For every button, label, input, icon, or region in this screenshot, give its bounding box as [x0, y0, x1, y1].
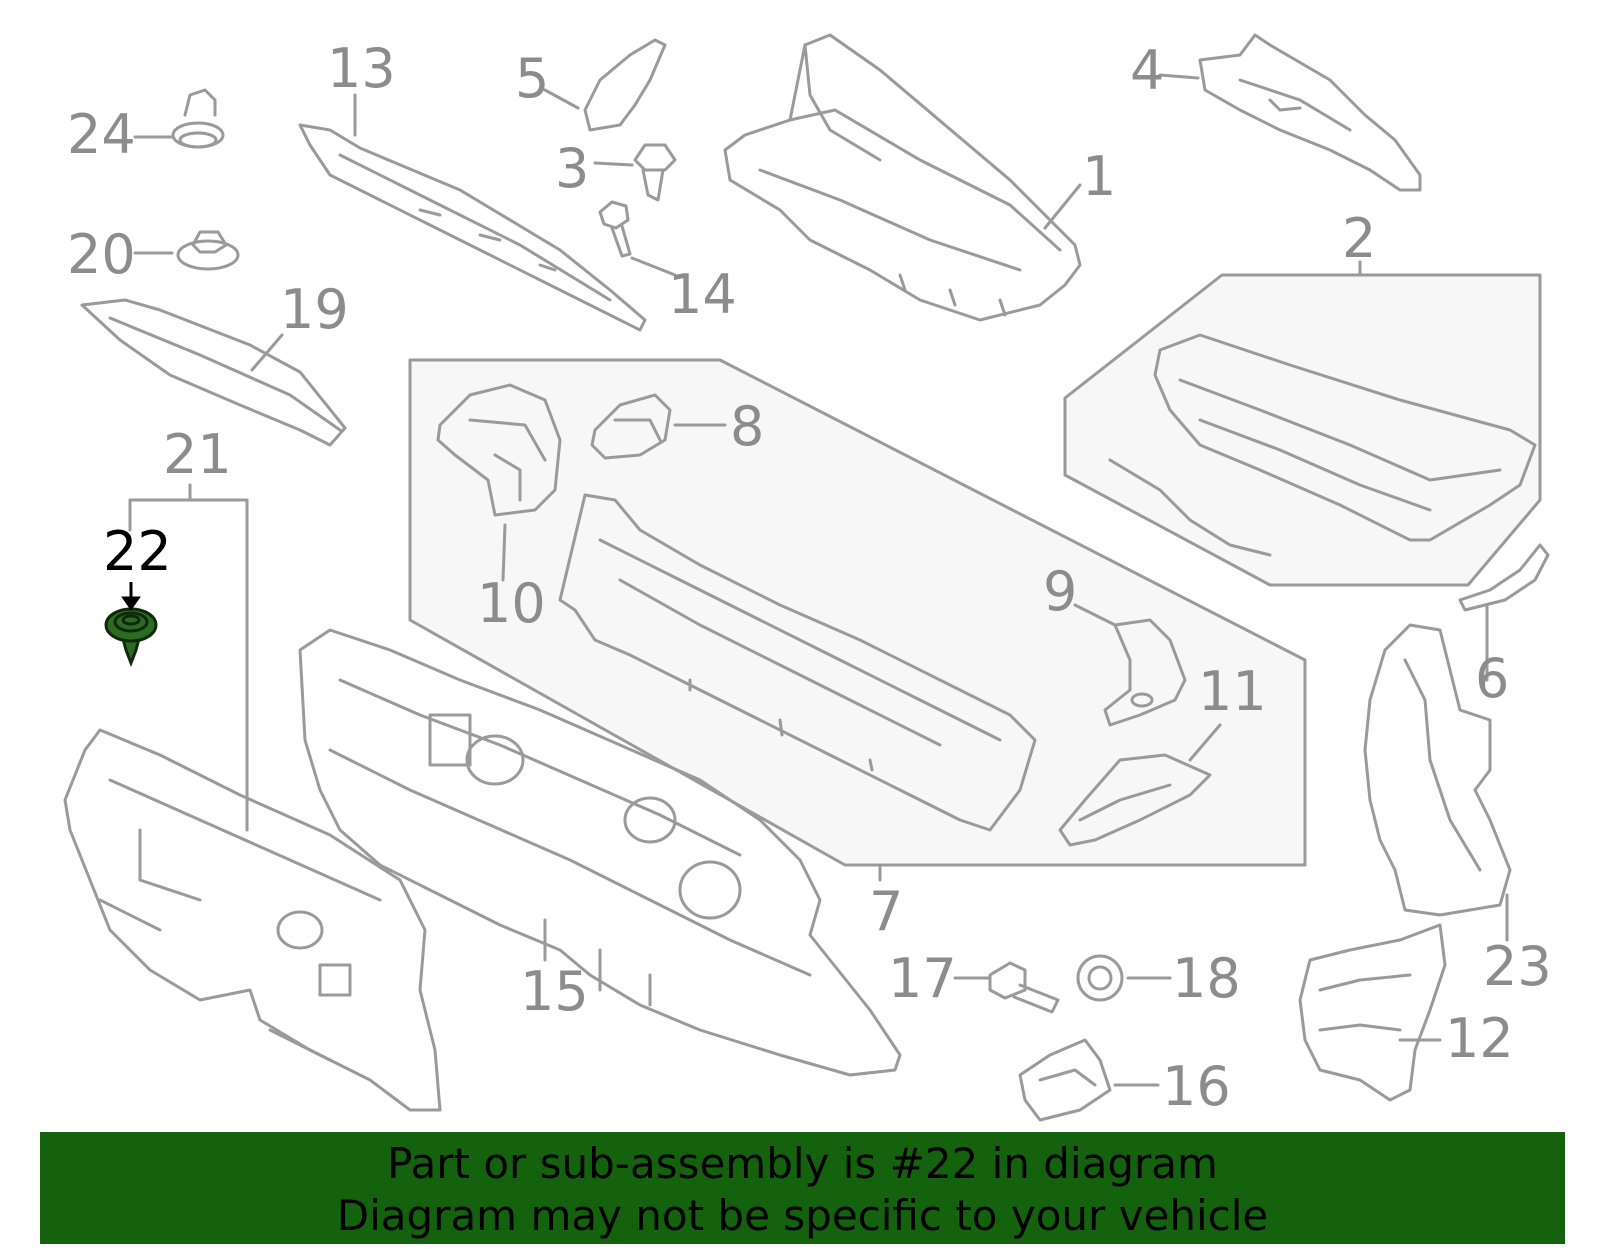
part-2-cowl-top	[1153, 333, 1537, 542]
part-9-bracket	[1103, 618, 1187, 727]
callout-14: 14	[668, 263, 737, 326]
part-23-side-bracket	[1363, 623, 1512, 917]
callout-20: 20	[67, 223, 136, 286]
part-21-insulator	[63, 728, 442, 1112]
callout-16: 16	[1162, 1055, 1231, 1118]
leader-11	[1188, 723, 1222, 762]
part-5-trim	[583, 38, 667, 132]
callout-21: 21	[163, 423, 232, 486]
part-20-nut	[176, 230, 240, 271]
leader-22	[121, 582, 141, 611]
callout-9: 9	[1043, 560, 1078, 623]
group-box-7	[408, 358, 1307, 867]
callout-17: 17	[888, 947, 957, 1010]
callout-24: 24	[67, 103, 136, 166]
callout-8: 8	[730, 395, 765, 458]
part-3-clip	[633, 143, 677, 202]
callout-12: 12	[1445, 1007, 1514, 1070]
banner-line-part: Part or sub-assembly is #22 in diagram	[387, 1139, 1218, 1188]
part-2-seal	[1108, 458, 1272, 557]
part-18-nut	[1076, 954, 1124, 1002]
part-19-brace	[80, 298, 347, 447]
callout-1: 1	[1082, 145, 1117, 208]
part-11-bracket	[1058, 753, 1212, 847]
part-4-bracket	[1198, 33, 1422, 192]
callout-13: 13	[327, 37, 396, 100]
callout-4: 4	[1130, 39, 1165, 102]
callout-7: 7	[869, 880, 904, 943]
part-17-bolt	[988, 961, 1060, 1014]
callout-5: 5	[515, 47, 550, 110]
leader-3	[593, 161, 634, 167]
callout-23: 23	[1483, 935, 1552, 998]
callout-3: 3	[555, 137, 590, 200]
part-12-bracket	[1298, 923, 1447, 1102]
leader-5	[543, 88, 580, 110]
info-banner: Part or sub-assembly is #22 in diagram D…	[40, 1132, 1565, 1244]
part-15-dash-panel	[298, 628, 902, 1077]
part-13-reinforcement	[298, 123, 647, 332]
part-14-bolt	[598, 200, 632, 258]
parts-diagram	[63, 33, 1550, 1122]
leader-19	[250, 333, 284, 372]
callout-6: 6	[1475, 647, 1510, 710]
part-6-trim	[1458, 543, 1550, 612]
callout-15: 15	[520, 960, 589, 1023]
part-16-bracket	[1018, 1038, 1112, 1122]
callout-18: 18	[1172, 947, 1241, 1010]
callout-2: 2	[1342, 207, 1377, 270]
callout-19: 19	[280, 278, 349, 341]
part-8-bracket	[590, 393, 672, 460]
part-1-cowl-panel	[723, 33, 1082, 322]
leader-4	[1158, 73, 1200, 80]
leader-9	[1073, 603, 1117, 627]
leader-1	[1043, 183, 1082, 230]
part-7-lower-cowl	[558, 493, 1037, 832]
part-22-clip-highlighted	[104, 607, 158, 668]
group-box-2	[1063, 273, 1542, 587]
part-24-clip	[171, 88, 225, 149]
callout-22-highlighted: 22	[103, 520, 172, 583]
part-10-bracket	[436, 383, 562, 517]
callout-11: 11	[1198, 660, 1267, 723]
banner-line-disclaimer: Diagram may not be specific to your vehi…	[336, 1191, 1269, 1240]
leader-14	[630, 256, 677, 277]
callout-10: 10	[477, 572, 546, 635]
leader-10	[501, 523, 507, 582]
